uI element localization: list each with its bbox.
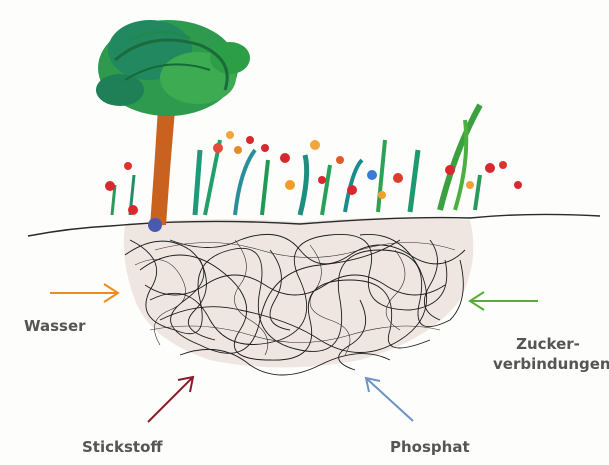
wasser-arrow — [50, 284, 118, 302]
zuckerverbindungen-label: Zucker- verbindungen — [493, 334, 603, 374]
phosphat-arrow — [366, 378, 413, 421]
stickstoff-arrow — [148, 377, 193, 422]
zucker-label-line1: Zucker- — [493, 334, 603, 354]
phosphat-label: Phosphat — [390, 437, 470, 457]
tree-trunk — [150, 108, 175, 226]
zucker-arrow — [470, 292, 538, 310]
wasser-label: Wasser — [24, 316, 86, 336]
zucker-label-line2: verbindungen — [493, 354, 603, 374]
stickstoff-label: Stickstoff — [82, 437, 163, 457]
tree-canopy — [96, 20, 250, 116]
